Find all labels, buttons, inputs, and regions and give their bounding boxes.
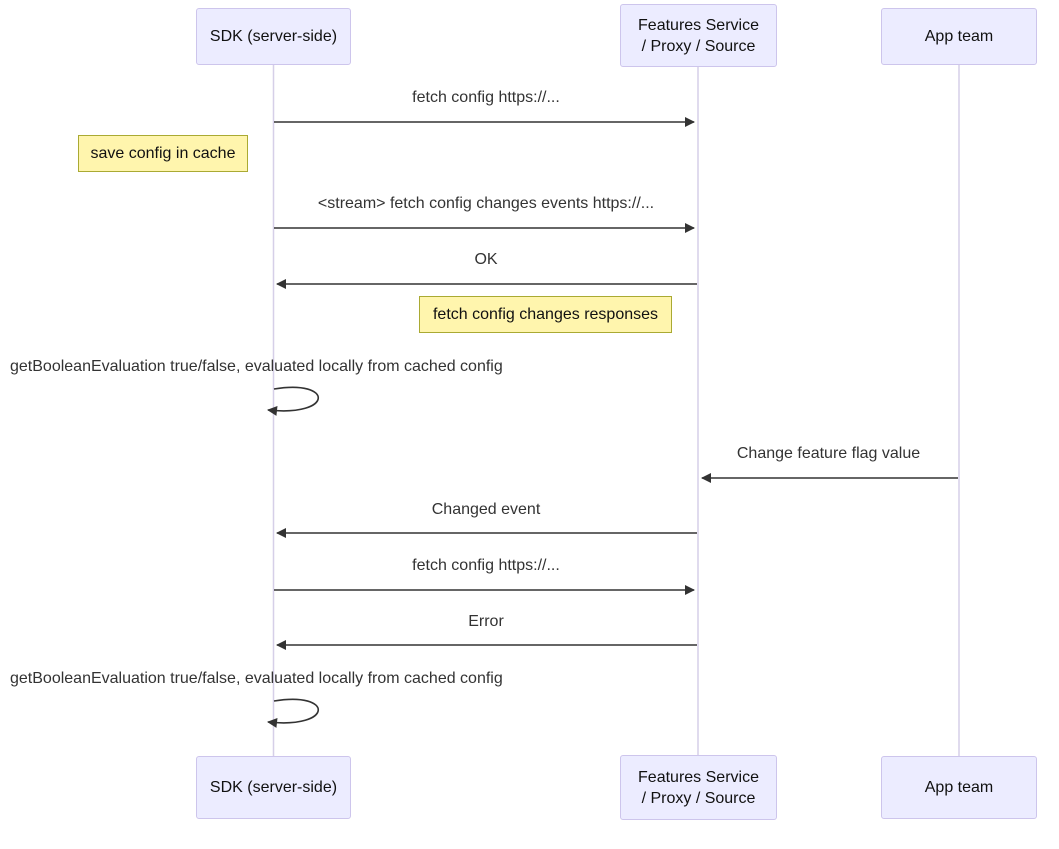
participant-label-sdk: SDK (server-side) <box>209 779 338 796</box>
message-label-stream-events: <stream> fetch config changes events htt… <box>317 195 655 212</box>
message-label-changed-event: Changed event <box>431 501 541 518</box>
message-label-get-boolean-2: getBooleanEvaluation true/false, evaluat… <box>10 670 503 687</box>
message-label-ok: OK <box>474 251 498 268</box>
participant-box-sdk-bottom: SDK (server-side) <box>196 756 351 819</box>
self-loop-get-boolean-2 <box>267 698 319 728</box>
note-fetch-config-changes-responses: fetch config changes responses <box>419 296 672 333</box>
message-label-fetch-config-1: fetch config https://... <box>412 89 560 106</box>
message-label-fetch-config-2: fetch config https://... <box>412 557 560 574</box>
participant-box-sdk-top: SDK (server-side) <box>196 8 351 65</box>
participant-label-features: Features Service / Proxy / Source <box>638 768 759 807</box>
note-label: save config in cache <box>90 144 236 162</box>
message-label-change-flag: Change feature flag value <box>736 445 921 462</box>
participant-box-app-top: App team <box>881 8 1037 65</box>
participant-label-sdk: SDK (server-side) <box>209 28 338 45</box>
message-label-get-boolean-1: getBooleanEvaluation true/false, evaluat… <box>10 358 503 375</box>
participant-box-features-top: Features Service / Proxy / Source <box>620 4 777 67</box>
participant-label-features: Features Service / Proxy / Source <box>638 16 759 55</box>
participant-label-app: App team <box>924 28 994 45</box>
note-save-config-in-cache: save config in cache <box>78 135 248 172</box>
self-loop-get-boolean-1 <box>267 386 319 416</box>
participant-box-app-bottom: App team <box>881 756 1037 819</box>
participant-label-app: App team <box>924 779 994 796</box>
message-label-error: Error <box>468 613 504 630</box>
participant-box-features-bottom: Features Service / Proxy / Source <box>620 755 777 820</box>
note-label: fetch config changes responses <box>432 305 659 323</box>
